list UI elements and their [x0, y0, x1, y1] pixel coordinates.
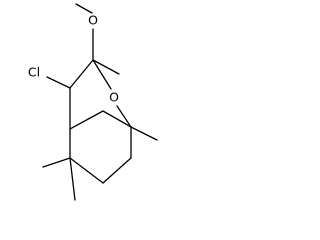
bond-methyl-methoxy-o: [75, 3, 93, 14]
chlorine-label: Cl: [28, 65, 40, 80]
ring-oxygen-label: O: [109, 90, 119, 105]
bond-c1-methyl: [130, 126, 158, 141]
molecule-structure: Cl O O: [28, 3, 158, 201]
bond-c4-cl: [46, 76, 71, 89]
bond-c3-ring-o: [92, 59, 112, 90]
bond-bridge-c1: [102, 110, 132, 128]
bond-c5-bridge: [69, 110, 104, 130]
bond-c8-c7: [102, 157, 132, 184]
bond-ring-o-c1: [116, 105, 132, 128]
bond-c3-c4: [69, 59, 94, 89]
bond-c6-methyl-left: [42, 157, 71, 168]
bond-c3-methyl: [92, 59, 120, 75]
bond-c7-c6: [69, 157, 104, 184]
methoxy-oxygen-label: O: [88, 13, 98, 28]
bond-c6-methyl-down: [69, 157, 76, 201]
